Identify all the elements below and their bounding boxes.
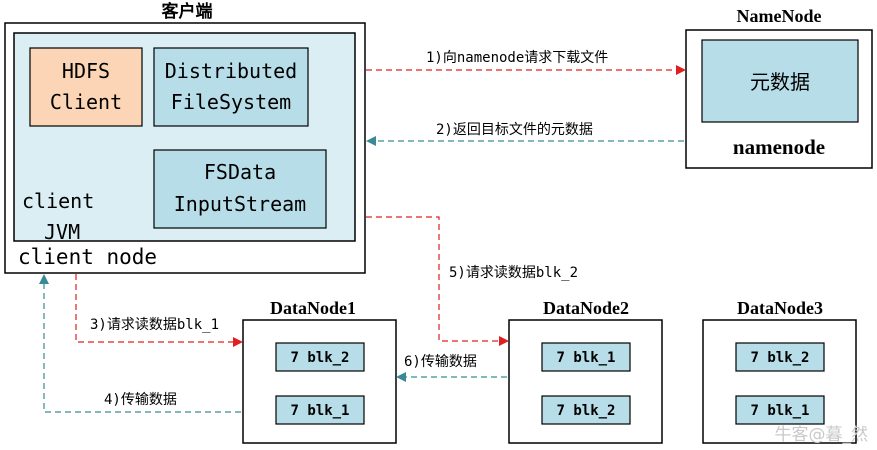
datanode3-title: DataNode3 <box>737 298 823 318</box>
datanode2-block-1-box <box>541 342 631 372</box>
datanode1-block-2: 7 blk_1 <box>290 403 349 419</box>
distributed-filesystem-box <box>153 47 309 127</box>
hdfs-client-box <box>29 47 143 127</box>
hdfs-client-label-2: Client <box>50 90 122 114</box>
step2-label: 2)返回目标文件的元数据 <box>436 122 593 138</box>
client-jvm-label-2: JVM <box>44 220 80 244</box>
metadata-label: 元数据 <box>750 70 810 94</box>
namenode-title: NameNode <box>737 6 822 26</box>
client-title: 客户端 <box>161 1 213 22</box>
step3-label: 3)请求读数据blk_1 <box>90 316 219 333</box>
datanode2-block-2: 7 blk_2 <box>556 403 615 419</box>
client-jvm-label-1: client <box>22 189 94 213</box>
step6-label: 6)传输数据 <box>404 354 477 370</box>
step1-label: 1)向namenode请求下载文件 <box>426 50 608 66</box>
step4-arrow <box>39 274 241 413</box>
dfs-label-1: Distributed <box>165 59 297 83</box>
metadata-box <box>701 39 859 123</box>
fsdis-label-1: FSData <box>204 160 276 184</box>
client-node-label: client node <box>18 245 157 269</box>
dfs-label-2: FileSystem <box>171 90 291 114</box>
namenode-label: namenode <box>733 135 825 159</box>
step3-arrow <box>75 274 243 347</box>
datanode3-block-2: 7 blk_1 <box>750 403 809 419</box>
datanode1-title: DataNode1 <box>270 298 356 318</box>
datanode1-block-2-box <box>275 395 365 425</box>
step4-label: 4)传输数据 <box>104 392 177 408</box>
datanode1-block-1: 7 blk_2 <box>290 350 349 366</box>
step5-label: 5)请求读数据blk_2 <box>449 264 578 281</box>
step5-arrow <box>366 216 509 346</box>
datanode2-title: DataNode2 <box>543 298 629 318</box>
datanode3-block-1-box <box>735 342 825 372</box>
datanode1-block-1-box <box>275 342 365 372</box>
datanode2-block-2-box <box>541 395 631 425</box>
datanode3-block-2-box <box>735 395 825 425</box>
hdfs-client-label-1: HDFS <box>62 59 110 83</box>
watermark: 牛客@暮_然 <box>775 425 869 445</box>
fsdata-inputstream-box <box>153 149 327 229</box>
datanode2-block-1: 7 blk_1 <box>556 350 615 366</box>
datanode3-block-1: 7 blk_2 <box>750 350 809 366</box>
fsdis-label-2: InputStream <box>174 192 306 216</box>
